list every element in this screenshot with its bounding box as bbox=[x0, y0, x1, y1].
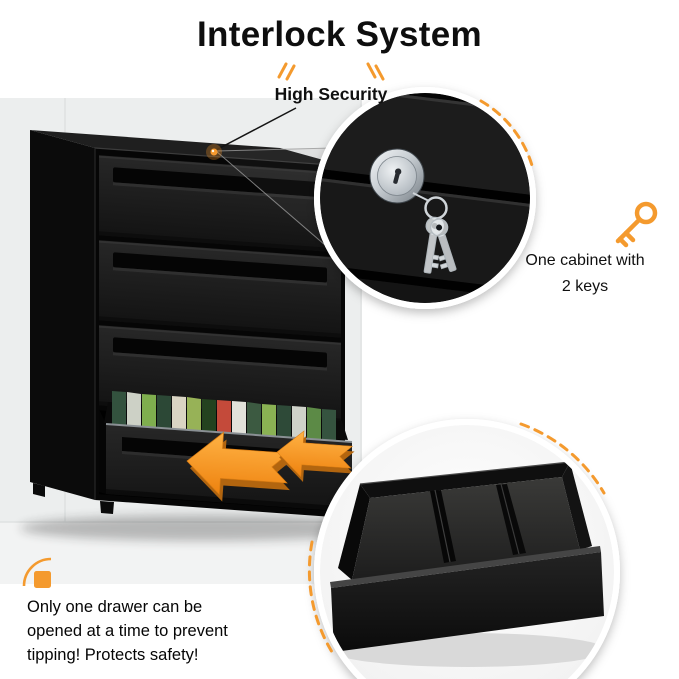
cabinet-top-face bbox=[30, 130, 345, 166]
safety-note-line2: opened at a time to prevent bbox=[27, 621, 228, 640]
emphasis-ticks-left-icon bbox=[277, 62, 296, 81]
keyhole-icon bbox=[393, 168, 402, 184]
drawer-handle-3 bbox=[113, 337, 327, 368]
callout-line bbox=[215, 107, 297, 151]
drawer-front-2 bbox=[99, 240, 341, 338]
lock-indicator-dot bbox=[206, 144, 222, 160]
safety-note: Only one drawer can be opened at a time … bbox=[27, 596, 287, 668]
dashed-arc bbox=[519, 422, 606, 495]
page-title: Interlock System bbox=[197, 15, 482, 54]
drawer-divider bbox=[430, 489, 456, 563]
drawer-handle-1 bbox=[113, 167, 327, 198]
safety-note-line1: Only one drawer can be bbox=[27, 598, 203, 616]
drawer-divider bbox=[496, 483, 526, 555]
cabinet-side-panel bbox=[30, 130, 95, 500]
lock-cylinder-icon bbox=[369, 148, 425, 204]
cabinet-shadow bbox=[20, 515, 390, 541]
file-cabinet bbox=[30, 130, 355, 529]
dashed-arc bbox=[479, 99, 535, 171]
clear-key bbox=[429, 218, 457, 272]
drawer-front-1 bbox=[99, 155, 341, 253]
drawer-interior bbox=[330, 461, 604, 652]
pull-arrow-icon bbox=[276, 430, 355, 482]
drawer-closeup bbox=[307, 419, 620, 679]
hanging-files bbox=[112, 391, 336, 446]
keys-note-line1: One cabinet with bbox=[525, 252, 645, 269]
security-label: High Security bbox=[274, 84, 388, 104]
key-icon bbox=[615, 201, 658, 248]
pull-arrow-icon bbox=[186, 431, 292, 502]
drawer-handle-2 bbox=[113, 252, 327, 283]
corner-marker-icon bbox=[22, 557, 52, 588]
pull-arrows bbox=[186, 430, 355, 502]
safety-note-line3: tipping! Protects safety! bbox=[27, 645, 199, 664]
keys-note-line2: 2 keys bbox=[561, 277, 609, 295]
closeup-drawer-front bbox=[331, 552, 604, 652]
keys-note: One cabinet with 2 keys bbox=[505, 248, 665, 299]
emphasis-ticks-right-icon bbox=[366, 62, 385, 81]
file-rail bbox=[105, 423, 353, 443]
